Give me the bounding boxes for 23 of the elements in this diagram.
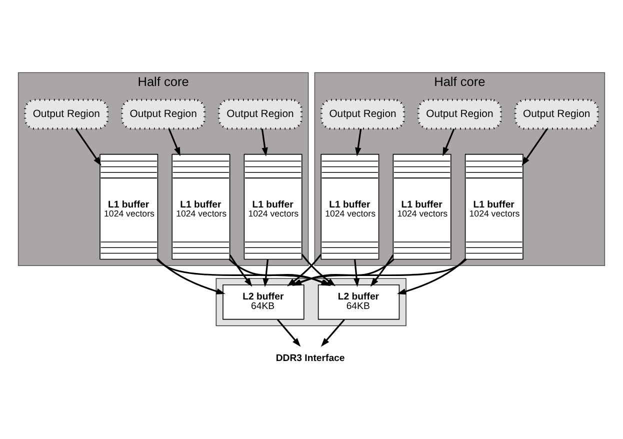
node-box: L2 buffer 64KB (222, 284, 304, 320)
arrow (320, 318, 345, 346)
arrow (397, 258, 466, 294)
arrow (262, 258, 269, 287)
arrow (229, 254, 252, 286)
node-box: Output Region (218, 98, 302, 130)
node-box: L2 buffer 64KB (318, 284, 400, 320)
node-box: Output Region (121, 98, 206, 130)
arrow (370, 254, 394, 286)
node-box: Output Region (320, 98, 406, 130)
node-box: Output Region (417, 98, 502, 130)
arrow (157, 258, 226, 294)
arrow (354, 258, 360, 287)
arrow (355, 128, 362, 156)
arrow (168, 128, 180, 156)
arrow (75, 128, 102, 166)
node-text: DDR3 Interface (276, 352, 345, 364)
node-box: Output Region (514, 98, 599, 130)
arrow (442, 128, 455, 156)
arrow (261, 128, 268, 156)
arrow (522, 128, 548, 166)
arrow (277, 318, 301, 346)
node-box: Output Region (24, 98, 109, 130)
